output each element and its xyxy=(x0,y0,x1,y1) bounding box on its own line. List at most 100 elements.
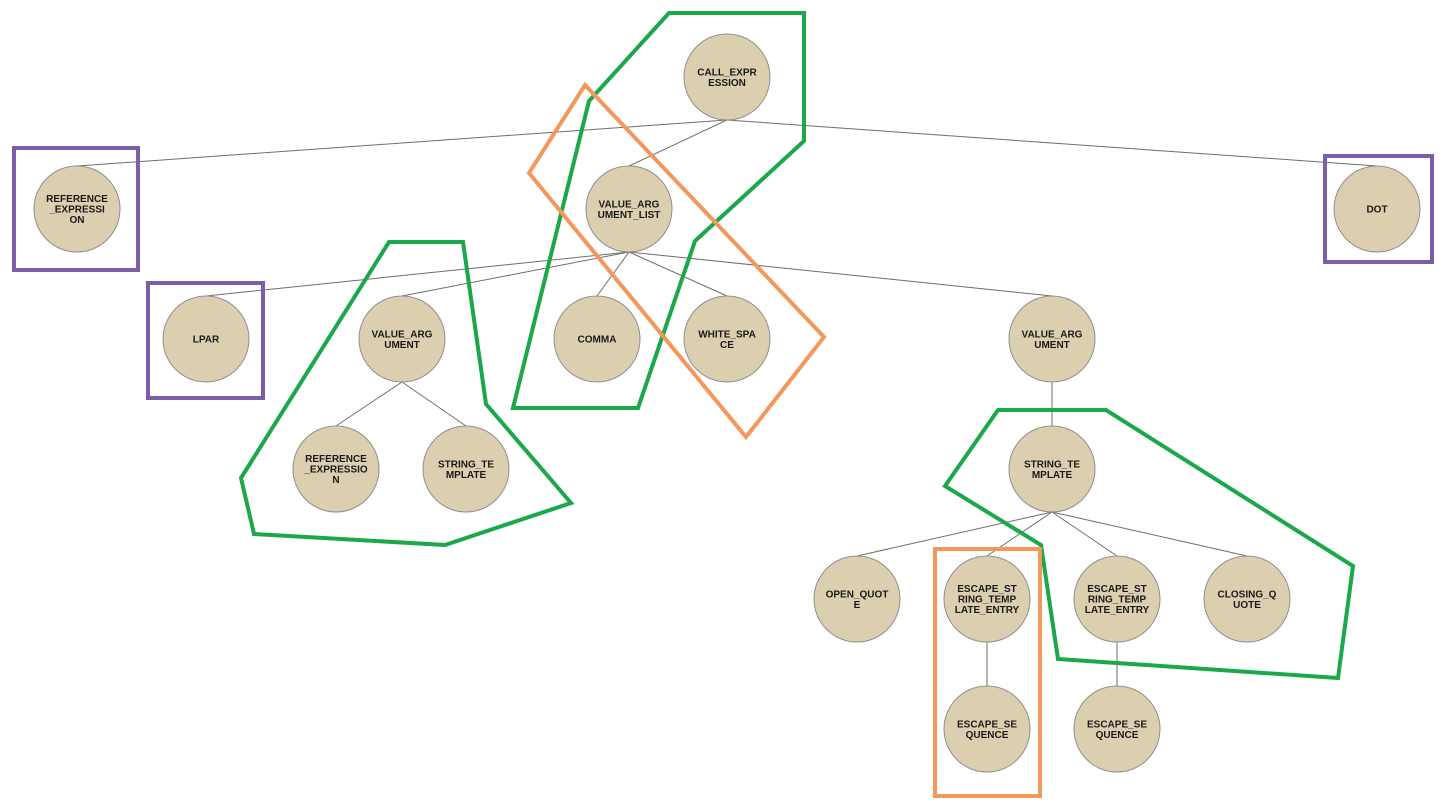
node-label-line: UMENT_LIST xyxy=(598,210,661,221)
node-label-line: QUENCE xyxy=(1096,730,1139,741)
node-label-line: REFERENCE xyxy=(305,454,367,465)
node-circle-comma xyxy=(553,295,641,383)
node-circle-escape_sequence_1 xyxy=(943,685,1031,773)
node-label-line: STRING_TE xyxy=(1024,459,1080,470)
edge-string_template_right-to-escape_entry_2 xyxy=(1051,511,1118,557)
edge-value_argument_left-to-reference_expression_child xyxy=(335,381,403,427)
group-outline-green-call-list-comma xyxy=(510,11,806,410)
node-circle-value_argument_right xyxy=(1008,295,1096,383)
node-circle-escape_entry_1 xyxy=(943,555,1031,643)
node-label-lpar: LPAR xyxy=(193,335,220,346)
node-label-line: RING_TEMP xyxy=(958,595,1017,606)
node-circle-reference_expression_root xyxy=(33,165,121,253)
edge-value_argument_list-to-value_argument_right xyxy=(628,251,1053,297)
node-circle-dot xyxy=(1333,165,1421,253)
edge-value_argument_left-to-string_template_left xyxy=(401,381,467,427)
node-label-line: MPLATE xyxy=(1032,470,1073,481)
node-dot: DOT xyxy=(1333,165,1421,253)
node-label-line: _EXPRESSI xyxy=(48,205,105,216)
node-label-line: UMENT xyxy=(384,340,420,351)
node-label-line: MPLATE xyxy=(446,470,487,481)
group-outline-purple-lpar xyxy=(146,281,265,400)
node-label-line: RING_TEMP xyxy=(1088,595,1147,606)
edge-call_expression-to-reference_expression_root xyxy=(76,119,728,167)
node-label-line: CALL_EXPR xyxy=(697,67,757,78)
edge-string_template_right-to-open_quote xyxy=(856,511,1053,557)
node-circle-escape_sequence_2 xyxy=(1073,685,1161,773)
edge-string_template_right-to-closing_quote xyxy=(1051,511,1248,557)
edges-layer xyxy=(76,119,1378,686)
edge-call_expression-to-dot xyxy=(726,119,1378,167)
node-label-line: N xyxy=(332,475,339,486)
group-outline-green-value-argument xyxy=(238,240,575,548)
node-label-line: LATE_ENTRY xyxy=(1085,605,1150,616)
node-circle-call_expression xyxy=(683,33,771,121)
node-label-line: UOTE xyxy=(1233,600,1261,611)
group-outline-orange-list-whitespace xyxy=(526,81,827,441)
node-label-line: QUENCE xyxy=(966,730,1009,741)
node-label-line: CLOSING_Q xyxy=(1218,589,1277,600)
node-label-line: ESCAPE_ST xyxy=(957,584,1016,595)
node-label-line: ESCAPE_ST xyxy=(1087,584,1146,595)
node-label-dot: DOT xyxy=(1366,205,1387,216)
node-circle-string_template_right xyxy=(1008,425,1096,513)
node-label-line: ESCAPE_SE xyxy=(1087,719,1147,730)
group-outline-orange-escape-entry xyxy=(933,547,1042,798)
node-circle-value_argument_list xyxy=(585,165,673,253)
node-label-comma: COMMA xyxy=(578,335,617,346)
edge-value_argument_list-to-white_space xyxy=(628,251,728,297)
node-label-line: VALUE_ARG xyxy=(372,329,433,340)
node-circle-white_space xyxy=(683,295,771,383)
node-label-line: UMENT xyxy=(1034,340,1070,351)
node-circle-lpar xyxy=(162,295,250,383)
node-label-line: OPEN_QUOT xyxy=(826,589,889,600)
node-label-line: VALUE_ARG xyxy=(599,199,660,210)
group-outline-green-string-template xyxy=(942,408,1356,681)
node-circle-reference_expression_child xyxy=(292,425,380,513)
node-label-line: WHITE_SPA xyxy=(698,329,756,340)
node-label-line: STRING_TE xyxy=(438,459,494,470)
node-label-line: REFERENCE xyxy=(46,194,108,205)
groups-layer xyxy=(12,11,1434,798)
node-label-line: ESCAPE_SE xyxy=(957,719,1017,730)
node-circle-escape_entry_2 xyxy=(1073,555,1161,643)
node-circle-value_argument_left xyxy=(358,295,446,383)
node-label-line: CE xyxy=(720,340,734,351)
node-circle-open_quote xyxy=(813,555,901,643)
group-outline-purple-dot xyxy=(1323,154,1434,264)
node-label-line: ESSION xyxy=(708,78,746,89)
node-label-line: LATE_ENTRY xyxy=(955,605,1020,616)
edge-value_argument_list-to-lpar xyxy=(205,251,630,297)
node-label-line: LPAR xyxy=(193,335,220,346)
node-label-line: ON xyxy=(70,215,85,226)
node-lpar: LPAR xyxy=(162,295,250,383)
node-label-line: DOT xyxy=(1366,205,1387,216)
